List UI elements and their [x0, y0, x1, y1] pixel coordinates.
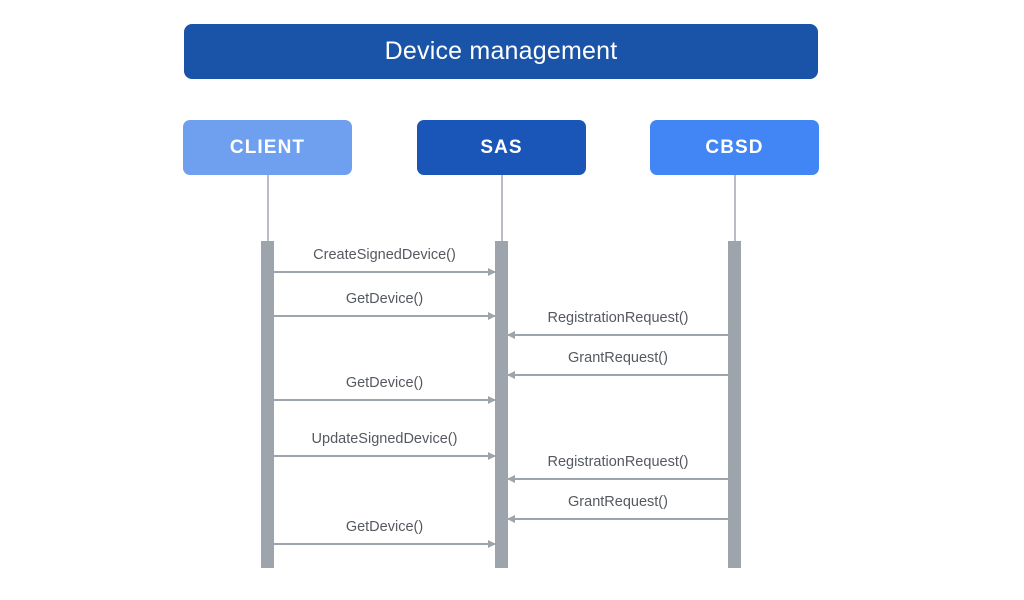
actor-label-sas: SAS	[480, 137, 523, 158]
message-line	[274, 399, 495, 401]
message-label: RegistrationRequest()	[547, 309, 689, 326]
message-label: GetDevice()	[345, 290, 424, 307]
message-label: RegistrationRequest()	[547, 453, 689, 470]
message-line	[508, 518, 728, 520]
activation-bar-client	[261, 241, 274, 568]
arrowhead-right-icon	[488, 540, 496, 548]
arrowhead-left-icon	[507, 331, 515, 339]
arrowhead-right-icon	[488, 312, 496, 320]
message-label: GrantRequest()	[568, 349, 668, 366]
actor-label-client: CLIENT	[229, 137, 306, 158]
actor-header-sas[interactable]: SAS	[417, 120, 586, 175]
message-line	[274, 271, 495, 273]
message-line	[508, 478, 728, 480]
message-line	[274, 455, 495, 457]
arrowhead-right-icon	[488, 396, 496, 404]
message-label: GrantRequest()	[568, 493, 668, 510]
diagram-title-bar: Device management	[184, 24, 818, 79]
message-line	[508, 334, 728, 336]
message-label: GetDevice()	[345, 518, 424, 535]
message-label: UpdateSignedDevice()	[311, 430, 458, 447]
actor-header-client[interactable]: CLIENT	[183, 120, 352, 175]
arrowhead-left-icon	[507, 371, 515, 379]
arrowhead-right-icon	[488, 452, 496, 460]
actor-header-cbsd[interactable]: CBSD	[650, 120, 819, 175]
message-line	[274, 315, 495, 317]
message-label: CreateSignedDevice()	[313, 246, 456, 263]
message-line	[274, 543, 495, 545]
activation-bar-sas	[495, 241, 508, 568]
arrowhead-right-icon	[488, 268, 496, 276]
activation-bar-cbsd	[728, 241, 741, 568]
arrowhead-left-icon	[507, 515, 515, 523]
message-label: GetDevice()	[345, 374, 424, 391]
arrowhead-left-icon	[507, 475, 515, 483]
actor-label-cbsd: CBSD	[705, 137, 764, 158]
message-line	[508, 374, 728, 376]
page-title: Device management	[384, 37, 618, 65]
